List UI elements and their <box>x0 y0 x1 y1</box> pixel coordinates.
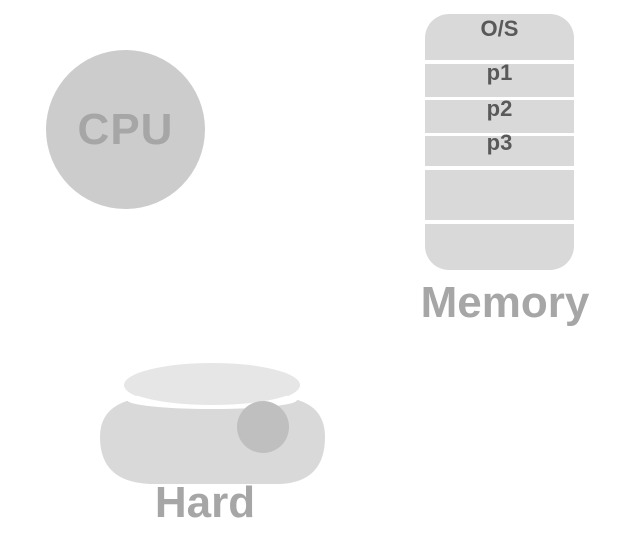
disk-top-surface <box>124 365 300 405</box>
disk-knob <box>237 401 289 453</box>
memory-slot: p1 <box>425 60 574 97</box>
cpu-circle: CPU <box>46 50 205 209</box>
hard-label: Hard <box>154 478 256 527</box>
memory-block: O/S p1 p2 p3 <box>425 14 574 270</box>
disk-body <box>100 397 325 484</box>
cpu-label: CPU <box>77 104 174 154</box>
memory-slot <box>425 170 574 198</box>
hard-disk-icon <box>100 363 325 484</box>
memory-slot: p2 <box>425 96 574 133</box>
memory-slot <box>425 198 574 220</box>
memory-slot-label: p1 <box>486 59 513 85</box>
memory-slot-label: p2 <box>486 95 513 121</box>
memory-label: Memory <box>420 278 590 327</box>
memory-slot: O/S <box>425 14 574 60</box>
memory-slot-label: p3 <box>486 130 513 155</box>
memory-slot: p3 <box>425 130 574 166</box>
memory-slot-label: O/S <box>480 16 519 41</box>
memory-slot <box>425 224 574 270</box>
